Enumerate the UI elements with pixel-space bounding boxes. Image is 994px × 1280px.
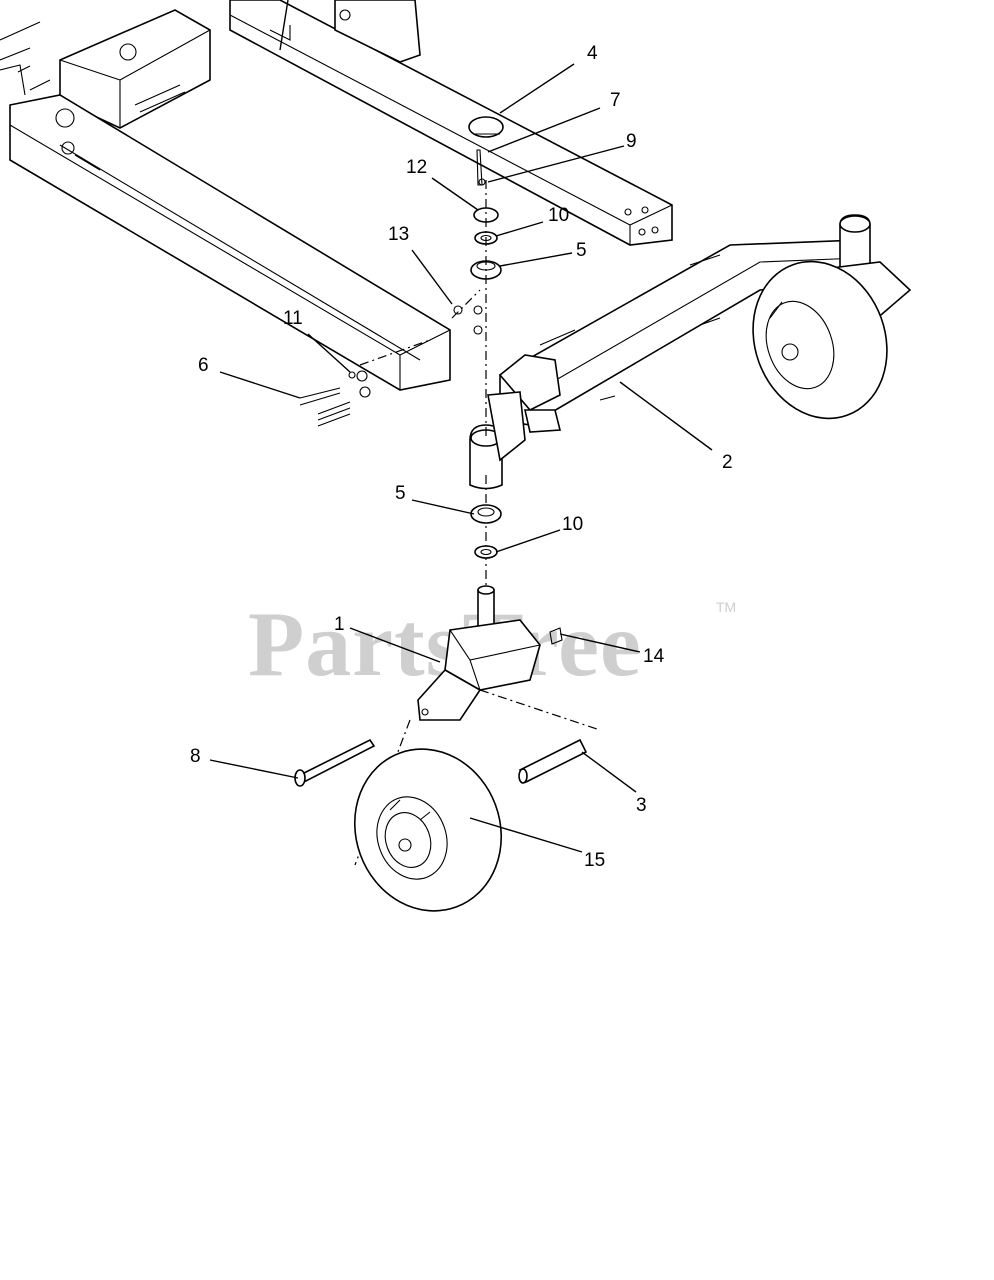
callout-1: 1 — [334, 614, 345, 635]
callout-3: 3 — [636, 795, 647, 816]
callout-13: 13 — [388, 224, 409, 245]
lower-bearing — [470, 504, 502, 559]
callout-5-lower: 5 — [395, 483, 406, 504]
callout-8: 8 — [190, 746, 201, 767]
front-axle — [469, 214, 912, 490]
callout-6: 6 — [198, 355, 209, 376]
callout-10-lower: 10 — [562, 514, 583, 535]
caster-fork — [354, 585, 601, 866]
callout-15: 15 — [584, 850, 605, 871]
callout-10-upper: 10 — [548, 205, 569, 226]
callout-7: 7 — [610, 90, 621, 111]
callout-9: 9 — [626, 131, 637, 152]
callout-12: 12 — [406, 157, 427, 178]
leader-lines — [209, 0, 713, 853]
callout-14: 14 — [643, 646, 665, 667]
spindle-hardware — [451, 149, 502, 600]
callout-4: 4 — [587, 43, 598, 64]
callout-2: 2 — [722, 452, 733, 473]
callout-5-upper: 5 — [576, 240, 587, 261]
callout-11: 11 — [283, 308, 303, 329]
watermark-trademark: TM — [716, 599, 736, 615]
bolt-set — [299, 339, 431, 427]
mower-frame — [0, 0, 673, 391]
callout-labels: 4 7 9 12 10 5 13 11 6 2 5 10 1 14 8 3 15 — [190, 43, 733, 871]
front-wheel-assembly — [294, 738, 588, 912]
